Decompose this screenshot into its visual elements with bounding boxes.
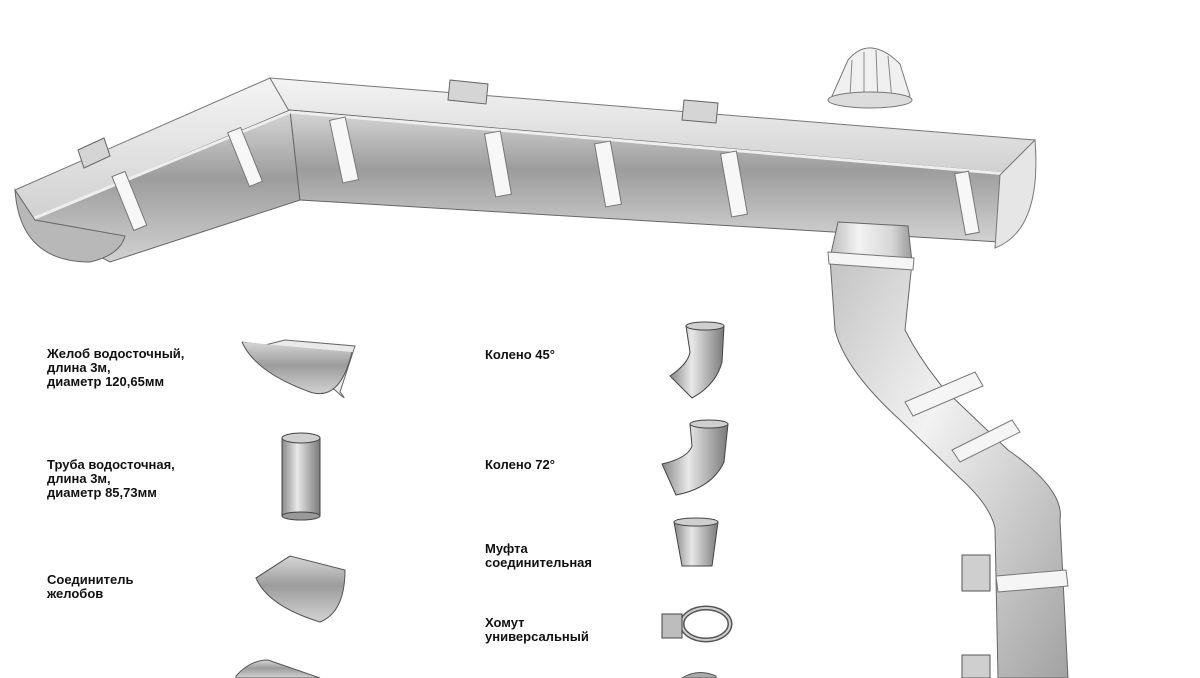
part-coupling-icon: [673, 517, 719, 567]
wall-clamp-bracket: [961, 654, 991, 678]
downpipe-clamps: [961, 554, 991, 678]
pipe-joint: [904, 371, 984, 417]
label-gutter: Желоб водосточный, длина 3м, диаметр 120…: [47, 346, 185, 389]
label-clamp: Хомут универсальный: [485, 615, 589, 644]
part-elbow-45-icon: [669, 321, 725, 399]
part-pipe-icon: [281, 432, 321, 521]
pipe-joint: [995, 569, 1069, 593]
gutter-hook: [77, 137, 111, 169]
downpipe-upper: [829, 257, 1069, 678]
part-clamp-icon: [661, 605, 733, 643]
gutter-bracket: [111, 170, 148, 232]
gutter-hooks: [77, 79, 719, 169]
part-gutter-icon: [241, 339, 356, 398]
gutter-hook: [447, 79, 489, 105]
part-gutter-corner-icon: [235, 659, 321, 678]
wall-clamp-bracket: [961, 554, 991, 592]
gutter-end-cap-left: [14, 188, 126, 263]
gutter-end-cap-right: [994, 138, 1037, 249]
label-pipe: Труба водосточная, длина 3м, диаметр 85,…: [47, 457, 175, 500]
label-elbow-72: Колено 72°: [485, 457, 555, 472]
part-elbow-72-icon: [661, 419, 729, 496]
pipe-joint: [951, 419, 1021, 463]
downpipe-assembly: [827, 251, 1069, 678]
pipe-joint: [827, 251, 915, 271]
gutter-bracket: [483, 130, 513, 198]
part-partial-icon: [681, 672, 717, 678]
gutter-bracket: [593, 140, 623, 208]
gutter-assembly: [14, 77, 1037, 263]
gutter-bracket: [328, 116, 360, 184]
label-gutter-connector: Соединитель желобов: [47, 572, 134, 601]
gutter-hook: [681, 99, 719, 124]
gutter-bracket: [226, 126, 264, 188]
part-gutter-connector-icon: [255, 555, 346, 623]
leaf-guard-icon: [827, 47, 913, 109]
gutter-bracket: [719, 150, 749, 218]
gutter-bracket: [954, 170, 980, 236]
downpipe-joints: [827, 251, 1069, 593]
label-elbow-45: Колено 45°: [485, 347, 555, 362]
label-coupling: Муфта соединительная: [485, 541, 593, 570]
gutter-brackets: [111, 116, 980, 236]
